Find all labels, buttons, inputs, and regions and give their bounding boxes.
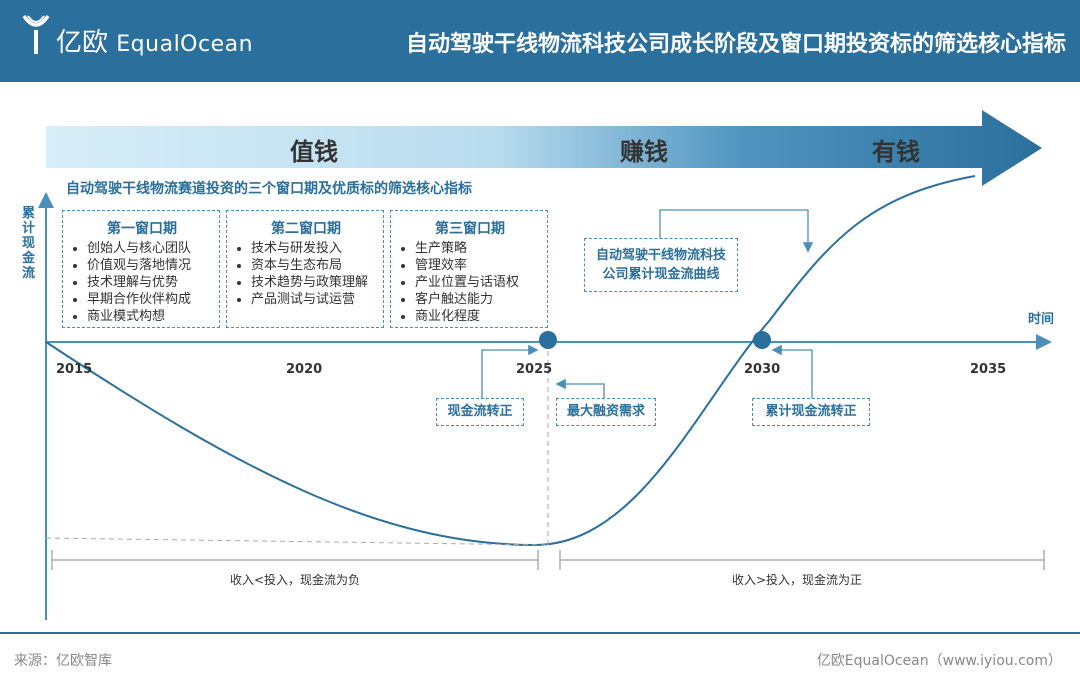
curve-label-line1: 自动驾驶干线物流科技 (595, 248, 726, 263)
list-item: 价值观与落地情况 (87, 257, 211, 274)
window-box-third: 第三窗口期 生产策略 管理效率 产业位置与话语权 客户触达能力 商业化程度 (390, 210, 548, 328)
y-axis-label: 累计现金流 (22, 206, 36, 281)
callout-max-financing: 最大融资需求 (556, 398, 656, 426)
list-item: 生产策略 (415, 240, 539, 257)
curve-label-line2: 公司累计现金流曲线 (602, 267, 720, 282)
window-box-first: 第一窗口期 创始人与核心团队 价值观与落地情况 技术理解与优势 早期合作伙伴构成… (62, 210, 220, 328)
trough-guide-horizontal (45, 537, 549, 546)
milestone-2030-marker (753, 331, 771, 349)
year-label-2020: 2020 (286, 362, 323, 377)
window-title: 第二窗口期 (271, 221, 341, 237)
list-item: 商业化程度 (415, 308, 539, 325)
list-item: 技术理解与优势 (87, 274, 211, 291)
phase-label-rich: 有钱 (872, 138, 920, 166)
logo-en: EqualOcean (116, 32, 254, 57)
callout-cashflow-positive: 现金流转正 (436, 398, 524, 426)
window-title: 第三窗口期 (435, 221, 505, 237)
phase-label-earn: 赚钱 (620, 138, 668, 166)
range-bracket-negative (51, 550, 539, 570)
year-label-2035: 2035 (970, 362, 1007, 377)
window-item-list: 技术与研发投入 资本与生态布局 技术趋势与政策理解 产品测试与试运营 (237, 240, 375, 308)
footer-divider (0, 632, 1080, 634)
leader-cumulative-positive (771, 344, 813, 398)
list-item: 产品测试与试运营 (251, 291, 375, 308)
list-item: 早期合作伙伴构成 (87, 291, 211, 308)
window-item-list: 创始人与核心团队 价值观与落地情况 技术理解与优势 早期合作伙伴构成 商业模式构… (73, 240, 211, 325)
year-label-2025: 2025 (516, 362, 553, 377)
leader-cashflow-positive (481, 344, 539, 400)
leader-max-financing (555, 378, 605, 398)
callout-cumulative-positive: 累计现金流转正 (752, 398, 870, 426)
range-label-negative: 收入<投入，现金流为负 (230, 573, 361, 587)
list-item: 产业位置与话语权 (415, 274, 539, 291)
list-item: 创始人与核心团队 (87, 240, 211, 257)
list-item: 商业模式构想 (87, 308, 211, 325)
window-item-list: 生产策略 管理效率 产业位置与话语权 客户触达能力 商业化程度 (401, 240, 539, 325)
year-label-2015: 2015 (56, 362, 93, 377)
list-item: 技术与研发投入 (251, 240, 375, 257)
logo-wordmark: 亿欧 EqualOcean (56, 22, 253, 59)
cashflow-curve (45, 175, 976, 547)
milestone-2025-marker (539, 331, 557, 349)
window-title: 第一窗口期 (107, 221, 177, 237)
growth-phase-arrow (46, 110, 1042, 186)
range-bracket-positive (559, 550, 1045, 570)
leader-curve-label (659, 209, 814, 253)
list-item: 管理效率 (415, 257, 539, 274)
diagram-subtitle: 自动驾驶干线物流赛道投资的三个窗口期及优质标的筛选核心指标 (66, 181, 472, 197)
logo-cn: 亿欧 (56, 28, 109, 58)
phase-label-value: 值钱 (290, 138, 338, 166)
window-box-second: 第二窗口期 技术与研发投入 资本与生态布局 技术趋势与政策理解 产品测试与试运营 (226, 210, 384, 328)
list-item: 客户触达能力 (415, 291, 539, 308)
page-title: 自动驾驶干线物流科技公司成长阶段及窗口期投资标的筛选核心指标 (405, 32, 1066, 57)
year-label-2030: 2030 (744, 362, 781, 377)
equalocean-logo-icon (22, 14, 50, 54)
source-note: 来源：亿欧智库 (14, 653, 112, 669)
range-label-positive: 收入>投入，现金流为正 (732, 573, 863, 587)
list-item: 资本与生态布局 (251, 257, 375, 274)
x-axis-label: 时间 (1028, 312, 1055, 327)
credit-note: 亿欧EqualOcean（www.iyiou.com） (816, 653, 1062, 669)
header-bar: 亿欧 EqualOcean 自动驾驶干线物流科技公司成长阶段及窗口期投资标的筛选… (0, 0, 1080, 82)
callout-curve-label: 自动驾驶干线物流科技 公司累计现金流曲线 (584, 238, 738, 292)
list-item: 技术趋势与政策理解 (251, 274, 375, 291)
